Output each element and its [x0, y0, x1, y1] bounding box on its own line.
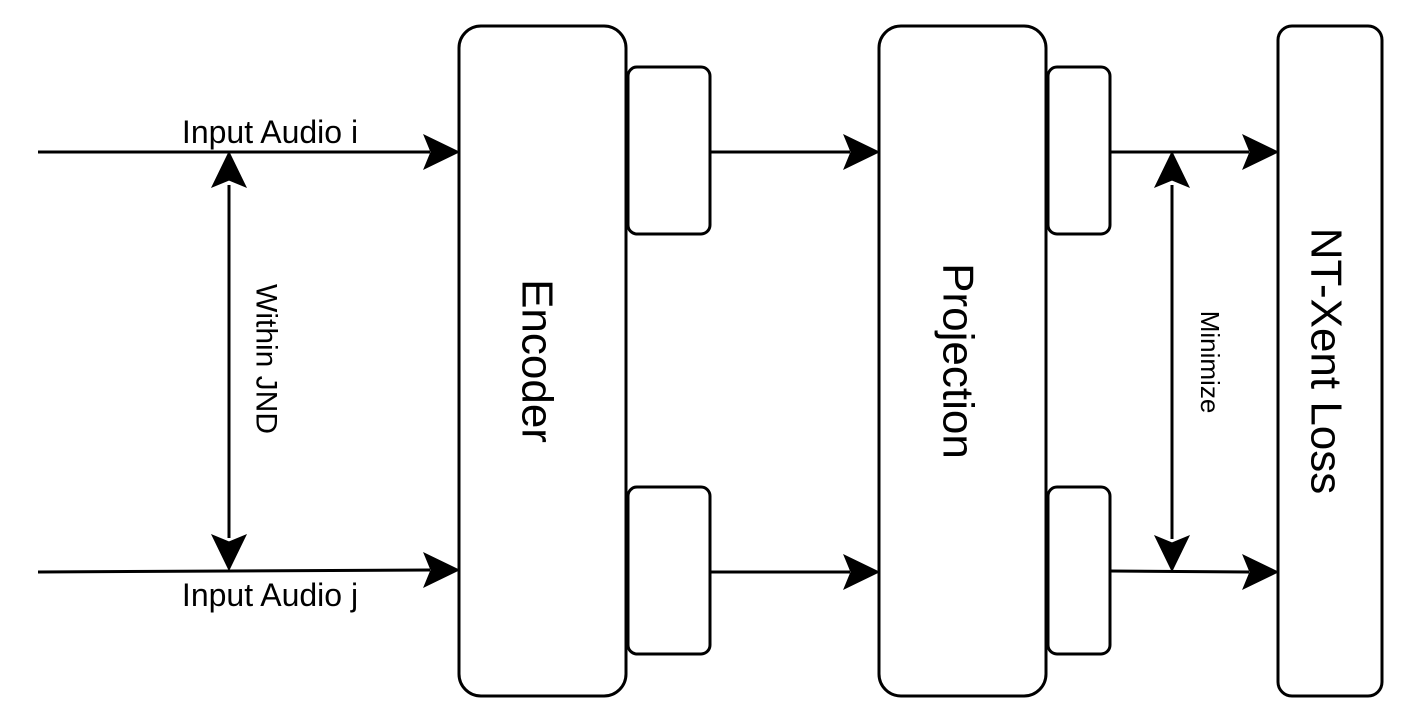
- minimize-double-arrow: [1153, 150, 1191, 573]
- encoder-to-projection-top-arrow: [710, 133, 881, 171]
- minimize-label: Minimize: [1195, 311, 1225, 414]
- input-j-arrow: [37, 551, 461, 589]
- projection-to-loss-bottom-arrow: [1109, 553, 1280, 591]
- nt-xent-loss-label: NT-Xent Loss: [1302, 228, 1351, 495]
- projection-output-bottom: [1046, 485, 1112, 656]
- loss-block: [1276, 24, 1384, 698]
- input-i-arrow: [38, 133, 461, 171]
- input-audio-i-label: Input Audio i: [182, 114, 358, 150]
- projection-label: Projection: [934, 263, 983, 459]
- encoder-label: Encoder: [513, 279, 562, 443]
- jnd-double-arrow: [210, 150, 248, 572]
- projection-to-loss-top-arrow: [1110, 133, 1280, 171]
- encoder-output-bottom: [626, 485, 712, 656]
- encoder-output-top: [626, 65, 712, 236]
- projection-output-top: [1046, 65, 1112, 236]
- within-jnd-label: Within JND: [250, 284, 283, 434]
- encoder-to-projection-bottom-arrow: [710, 553, 881, 591]
- projection-block: [877, 24, 1048, 698]
- input-audio-j-label: Input Audio j: [182, 577, 358, 613]
- encoder-block: [457, 24, 628, 698]
